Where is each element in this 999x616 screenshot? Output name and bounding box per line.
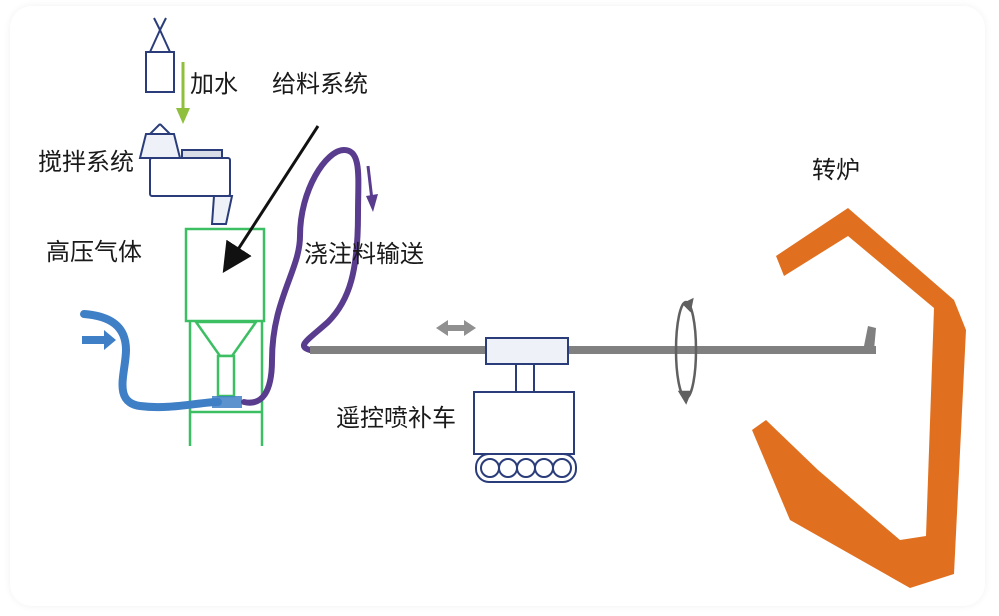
rotation-icon [674,297,698,405]
converter-vessel [752,208,966,588]
label-remote-gunning-car: 遥控喷补车 [336,404,456,432]
label-feed-system: 给料系统 [272,70,368,98]
label-converter: 转炉 [812,156,860,184]
gas-hose [80,310,242,412]
spray-lance [310,326,876,354]
label-add-water: 加水 [190,70,238,98]
label-mixing-system: 搅拌系统 [38,148,134,176]
feed-system-leader-arrow [222,125,320,274]
feed-hose [241,146,378,406]
add-water-arrow [176,62,190,124]
label-high-pressure-gas: 高压气体 [46,238,142,266]
feed-hopper [184,227,266,446]
gunning-car [473,337,577,483]
mixer-icon [138,123,234,225]
label-castable-conveying: 浇注料输送 [304,240,424,268]
water-tank-icon [145,17,175,93]
car-wheels [480,458,572,478]
horizontal-move-arrow-icon [436,320,476,336]
